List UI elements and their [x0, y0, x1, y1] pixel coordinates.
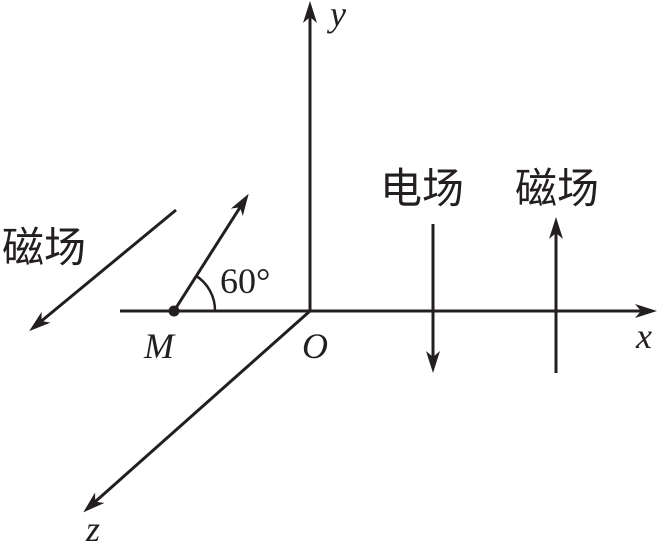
velocity-vector — [172, 193, 249, 312]
left-magnetic-field-arrow — [29, 208, 177, 332]
y-axis-label: y — [327, 0, 346, 34]
electric-field-label: 电场 — [380, 164, 464, 213]
left-magnetic-field-label: 磁场 — [2, 223, 86, 272]
z-axis — [83, 309, 311, 513]
angle-arc — [194, 274, 217, 312]
origin-label: O — [302, 326, 328, 366]
x-axis-label: x — [635, 316, 652, 356]
angle-label: 60° — [220, 261, 270, 301]
z-axis-label: z — [85, 509, 100, 548]
point-m-label: M — [143, 326, 176, 366]
right-magnetic-field-label: 磁场 — [515, 164, 599, 213]
